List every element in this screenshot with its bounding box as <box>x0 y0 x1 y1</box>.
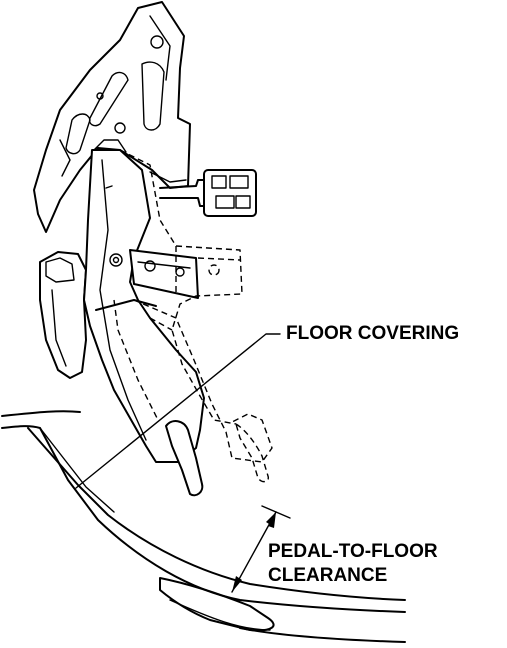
clearance-dimension <box>231 505 291 593</box>
floor-panel <box>1 410 406 643</box>
pedal-pad <box>165 420 204 497</box>
clearance-label-line1: PEDAL-TO-FLOOR <box>268 541 438 562</box>
pedal-to-floor-clearance-label: PEDAL-TO-FLOOR CLEARANCE <box>268 540 438 588</box>
switch-connector <box>159 169 257 217</box>
floor-covering-leader <box>75 333 281 489</box>
left-guard <box>39 251 87 379</box>
floor-covering-label: FLOOR COVERING <box>286 323 460 344</box>
pedal-arm <box>83 149 205 463</box>
pedal-phantom <box>113 149 273 483</box>
pedal-bracket <box>33 1 191 233</box>
clearance-label-line2: CLEARANCE <box>268 565 388 586</box>
